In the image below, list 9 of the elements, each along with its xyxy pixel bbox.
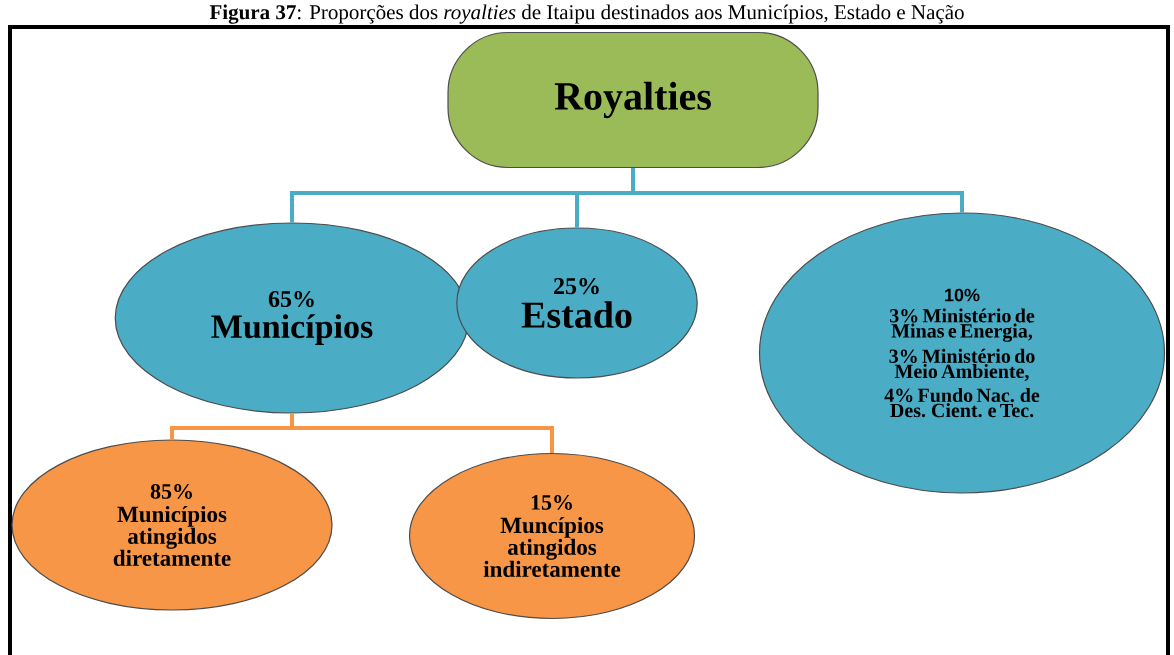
ellipse-node: 15% Muncípios atingidos indiretamente — [408, 452, 696, 620]
ellipse-node: 65% Municípios — [114, 222, 470, 414]
ellipse-node: 85% Municípios atingidos diretamente — [11, 439, 333, 611]
connector — [631, 168, 964, 213]
title-box: Royalties — [447, 31, 819, 169]
connector — [290, 413, 554, 453]
ellipse-node: 10% 3% Ministério de Minas e Energia, 3% Ministério do Meio Ambiente, 4% Fundo Nac. de Des. Cient. e Tec. — [758, 212, 1166, 494]
ellipse-node: 25% Estado — [456, 227, 698, 379]
figure-title: Figura 37: Proporções dos royalties de Itaipu destinados aos Municípios, Estado e Nação — [209, 4, 964, 24]
